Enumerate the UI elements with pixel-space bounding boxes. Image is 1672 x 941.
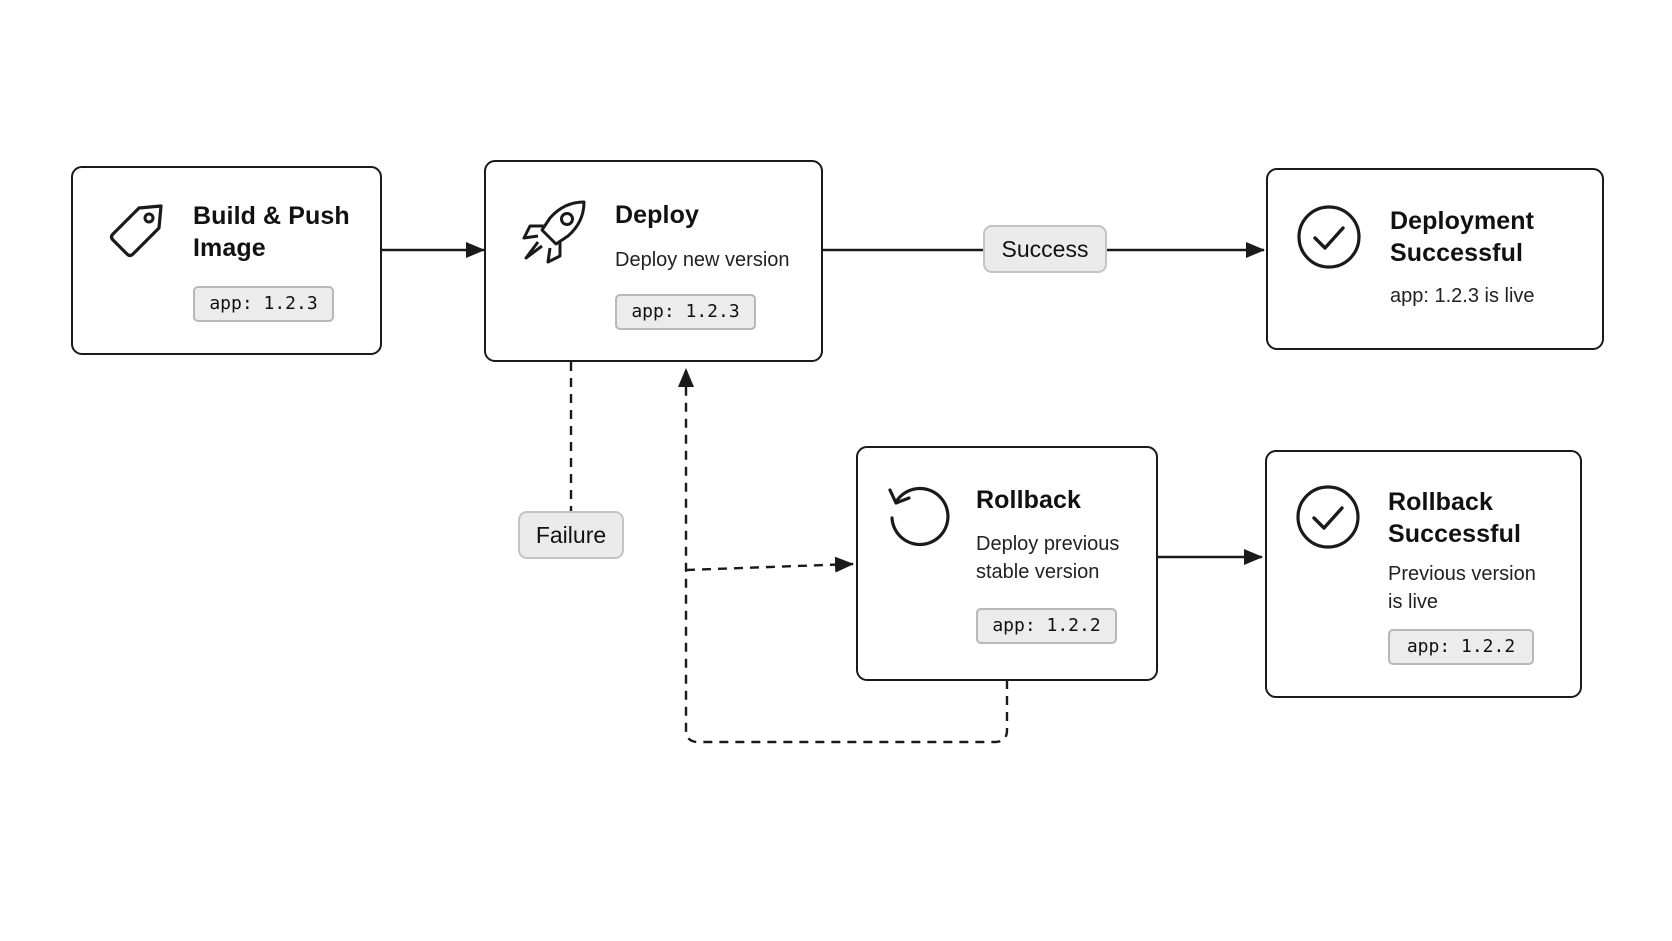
version-tag: app: 1.2.3 (615, 294, 756, 330)
failure-edge-label: Failure (518, 511, 624, 559)
check-circle-icon (1296, 485, 1360, 549)
node-title-line1: Rollback (1388, 488, 1493, 516)
node-description-line1: Deploy previous (976, 533, 1120, 555)
node-title: Rollback (976, 486, 1081, 514)
node-description: Deploy new version (615, 249, 790, 271)
node-title-line2: Image (193, 234, 266, 262)
rotate-ccw-icon (888, 486, 950, 546)
deploy-node[interactable]: Deploy Deploy new version app: 1.2.3 (484, 160, 823, 362)
check-circle-icon (1297, 205, 1361, 269)
node-title-line1: Deployment (1390, 207, 1535, 235)
node-title-line2: Successful (1390, 239, 1524, 267)
rollback-successful-node[interactable]: Rollback Successful Previous version is … (1265, 450, 1582, 698)
version-tag: app: 1.2.2 (1388, 629, 1534, 665)
node-title-line2: Successful (1388, 520, 1522, 548)
rollback-node[interactable]: Rollback Deploy previous stable version … (856, 446, 1158, 681)
build-push-image-node[interactable]: Build & Push Image app: 1.2.3 (71, 166, 382, 355)
node-description-line1: Previous version (1388, 563, 1536, 585)
node-description: app: 1.2.3 is live (1390, 285, 1535, 307)
deployment-successful-node[interactable]: Deployment Successful app: 1.2.3 is live (1266, 168, 1604, 350)
edge-failure-to-rollback (685, 556, 854, 573)
node-description-line2: is live (1388, 591, 1439, 613)
tag-icon (109, 204, 163, 258)
success-edge-label: Success (983, 225, 1107, 273)
node-description-line2: stable version (976, 561, 1100, 583)
edge-rollback-retry-to-deploy (678, 368, 1009, 744)
node-title: Deploy (615, 201, 699, 229)
version-tag: app: 1.2.2 (976, 608, 1117, 644)
version-tag: app: 1.2.3 (193, 286, 334, 322)
node-title-line1: Build & Push (193, 202, 350, 230)
rocket-icon (522, 200, 586, 264)
